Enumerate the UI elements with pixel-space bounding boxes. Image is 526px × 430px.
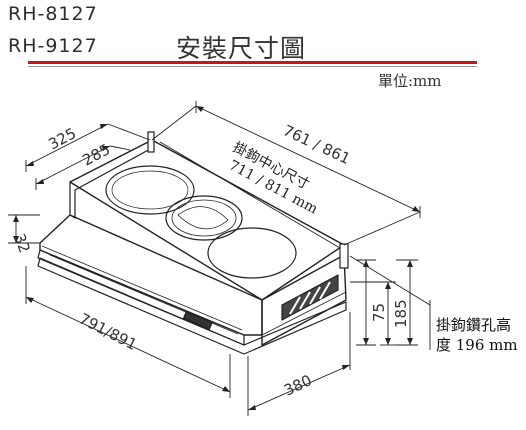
hood-bottom-tray (37, 257, 347, 355)
hook-right (339, 243, 349, 269)
title-underline-gray (28, 66, 477, 67)
fan-opening-right (207, 227, 297, 279)
hood-front-panel (39, 214, 263, 336)
hook-left (147, 131, 155, 153)
hook-drill-note-line1: 掛鉤鑽孔高 (436, 316, 512, 334)
dim-top-width: 761 / 861 (280, 121, 353, 168)
model-number-1: RH-8127 (8, 3, 98, 25)
dim-front-height: 32 (10, 231, 33, 255)
fan-opening-middle (165, 195, 243, 241)
page-title: 安裝尺寸圖 (176, 34, 307, 63)
control-panel (182, 311, 213, 330)
hook-drill-note-line2: 度 196 mm (436, 336, 518, 354)
dim-front-width: 791/891 (76, 310, 140, 354)
dim-height-large: 185 (392, 299, 410, 328)
fan-opening-left (105, 165, 195, 215)
dim-height-small: 75 (370, 303, 388, 322)
side-vent (281, 274, 339, 321)
title-underline-red (28, 61, 477, 64)
dim-depth-inner: 285 (79, 140, 113, 169)
dim-bottom-depth: 380 (281, 371, 315, 399)
dim-depth-outer: 325 (45, 124, 79, 153)
model-number-2: RH-9127 (8, 35, 98, 57)
hood-right-side (261, 254, 347, 346)
unit-label: 單位:mm (378, 72, 442, 90)
